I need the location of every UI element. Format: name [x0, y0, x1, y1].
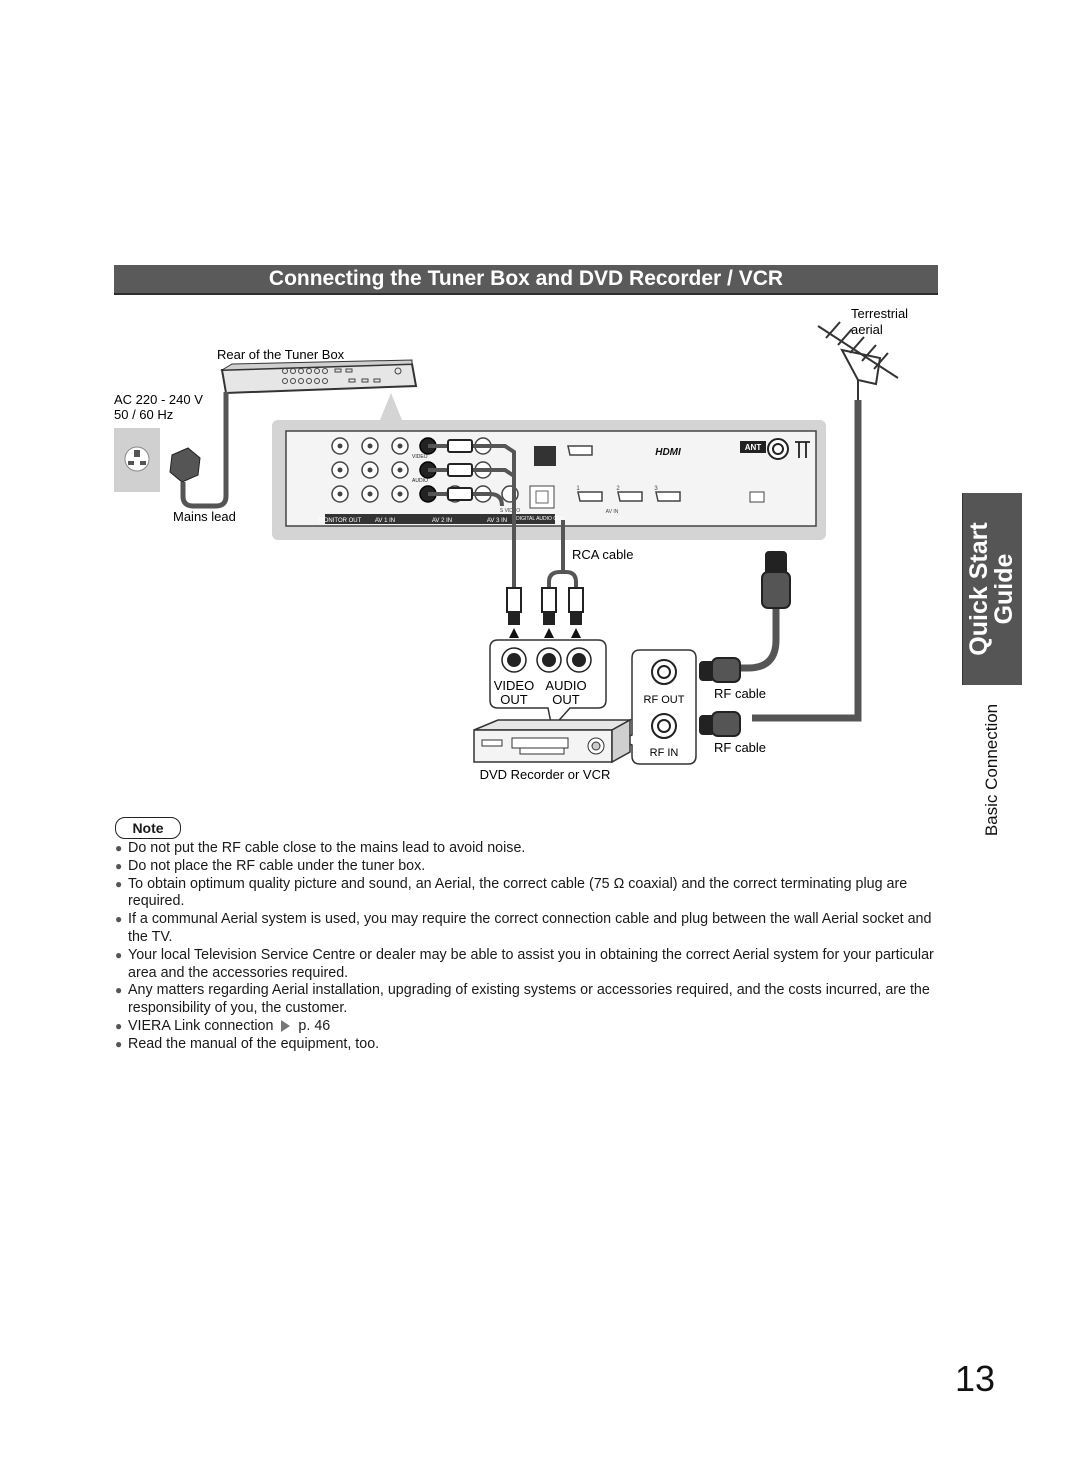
hdmi-port-1-label: 1 [576, 486, 580, 492]
aerial-label-line1: Terrestrial [851, 306, 908, 321]
dvd-recorder-label: DVD Recorder or VCR [480, 767, 611, 782]
note-item: Your local Television Service Centre or … [115, 947, 955, 983]
video-out-label-2: OUT [500, 692, 528, 707]
rf-out-cable [712, 556, 780, 672]
monitor-out-label: MONITOR OUT [319, 518, 362, 524]
rear-tuner-label: Rear of the Tuner Box [217, 347, 345, 362]
quick-start-tab: Quick Start Guide [962, 493, 1022, 685]
hdmi-port-3-label: 3 [654, 486, 658, 492]
aerial-label-line2: aerial [851, 322, 883, 337]
audio-out-label-1: AUDIO [545, 678, 586, 693]
note-item-viera: VIERA Link connection p. 46 [115, 1018, 955, 1036]
note-item: To obtain optimum quality picture and so… [115, 876, 955, 912]
wall-socket-icon [114, 428, 201, 492]
hdmi-logo: HDMI [655, 447, 681, 458]
hdmi-port-2-label: 2 [616, 486, 620, 492]
audio-out-label-2: OUT [552, 692, 580, 707]
note-tag: Note [115, 817, 181, 839]
ac-power-line2: 50 / 60 Hz [114, 407, 173, 422]
note-item: If a communal Aerial system is used, you… [115, 911, 955, 947]
ac-power-line1: AC 220 - 240 V [114, 392, 203, 407]
quick-start-line1: Quick Start [965, 522, 993, 656]
tuner-box-icon [220, 359, 418, 420]
rf-cable-label-1: RF cable [714, 686, 766, 701]
note-item: Do not place the RF cable under the tune… [115, 858, 955, 876]
section-title-bar: Connecting the Tuner Box and DVD Recorde… [114, 265, 938, 295]
viera-link-page[interactable]: p. 46 [298, 1017, 331, 1034]
dvd-recorder-icon [473, 718, 633, 764]
av2-in-label: AV 2 IN [432, 518, 452, 524]
av-in-label: AV IN [606, 509, 619, 515]
audio-label: AUDIO [412, 478, 428, 484]
quick-start-tab-text: Quick Start Guide [965, 522, 1018, 656]
section-title: Connecting the Tuner Box and DVD Recorde… [268, 267, 784, 290]
rf-callout [618, 649, 697, 765]
basic-connection-label: Basic Connection [982, 703, 1001, 837]
digital-audio-out-label: DIGITAL AUDIO OUT [516, 516, 564, 522]
rf-out-label: RF OUT [644, 694, 685, 706]
rca-plug-heads [447, 439, 584, 625]
rf-cable-label-2: RF cable [714, 740, 766, 755]
dvd-output-callout [489, 639, 607, 730]
quick-start-line2: Guide [990, 553, 1018, 625]
rf-in-label: RF IN [650, 747, 679, 759]
notes-list: Do not put the RF cable close to the mai… [115, 840, 955, 1054]
ant-label: ANT [745, 443, 762, 452]
video-out-label-1: VIDEO [494, 678, 534, 693]
note-item: Read the manual of the equipment, too. [115, 1036, 955, 1054]
mains-lead-label: Mains lead [173, 509, 236, 524]
video-label: VIDEO [412, 454, 428, 460]
mains-lead-cable [180, 392, 229, 509]
note-item: Any matters regarding Aerial installatio… [115, 982, 955, 1018]
tuner-rear-panel: MONITOR OUT AV 1 IN AV 2 IN AV 3 IN DIGI… [272, 420, 826, 540]
arrow-right-icon [281, 1020, 291, 1033]
rca-cable-label: RCA cable [572, 547, 633, 562]
aerial-cable [752, 400, 862, 722]
page-number: 13 [955, 1358, 996, 1399]
s-video-label: S VIDEO [500, 508, 520, 514]
av1-in-label: AV 1 IN [375, 518, 395, 524]
viera-link-text: VIERA Link connection [128, 1017, 274, 1034]
rf-plugs [699, 551, 791, 737]
note-item: Do not put the RF cable close to the mai… [115, 840, 955, 858]
av3-in-label: AV 3 IN [487, 518, 507, 524]
connection-diagram: MONITOR OUT AV 1 IN AV 2 IN AV 3 IN DIGI… [114, 306, 908, 782]
